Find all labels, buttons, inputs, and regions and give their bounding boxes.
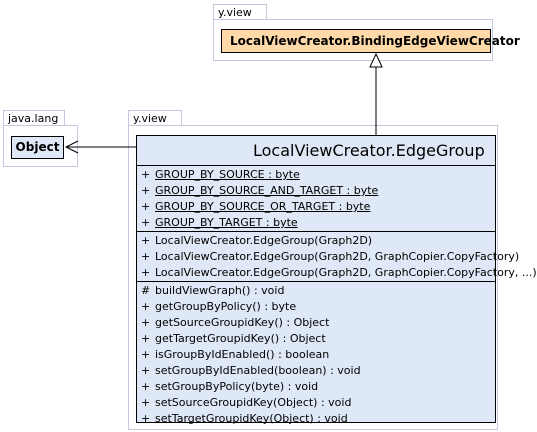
visibility-marker: + xyxy=(141,348,151,361)
visibility-marker: + xyxy=(141,234,151,247)
visibility-marker: + xyxy=(141,364,151,377)
method-row[interactable]: + setSourceGroupidKey(Object) : void xyxy=(137,395,495,411)
method-row[interactable]: + getSourceGroupidKey() : Object xyxy=(137,315,495,331)
visibility-marker: + xyxy=(141,184,151,197)
method-signature: getSourceGroupidKey() : Object xyxy=(155,316,330,329)
constructors-section: + LocalViewCreator.EdgeGroup(Graph2D) + Loc… xyxy=(137,232,537,282)
package-tab-y-view-top: y.view xyxy=(213,4,267,20)
visibility-marker: + xyxy=(141,396,151,409)
class-edge-group[interactable]: LocalViewCreator.EdgeGroup + GROUP_BY_SOU… xyxy=(136,135,537,425)
method-signature: isGroupByIdEnabled() : boolean xyxy=(155,348,330,361)
field-signature: GROUP_BY_SOURCE_AND_TARGET : byte xyxy=(155,184,379,197)
field-row[interactable]: + GROUP_BY_TARGET : byte xyxy=(137,215,495,231)
visibility-marker: + xyxy=(141,168,151,181)
fields-section: + GROUP_BY_SOURCE : byte + GROUP_BY_SOURCE_… xyxy=(137,166,495,232)
method-row[interactable]: + setGroupByPolicy(byte) : void xyxy=(137,379,495,395)
field-row[interactable]: + GROUP_BY_SOURCE : byte xyxy=(137,167,495,183)
constructor-signature: LocalViewCreator.EdgeGroup(Graph2D, Grap… xyxy=(155,250,520,263)
visibility-marker: # xyxy=(141,284,151,297)
method-signature: setGroupByPolicy(byte) : void xyxy=(155,380,319,393)
method-row[interactable]: + setTargetGroupidKey(Object) : void xyxy=(137,411,495,427)
field-row[interactable]: + GROUP_BY_SOURCE_AND_TARGET : byte xyxy=(137,183,495,199)
methods-section: # buildViewGraph() : void + getGroupByPolic… xyxy=(137,282,495,427)
visibility-marker: + xyxy=(141,216,151,229)
method-row[interactable]: + getGroupByPolicy() : byte xyxy=(137,299,495,315)
field-signature: GROUP_BY_TARGET : byte xyxy=(155,216,298,229)
visibility-marker: + xyxy=(141,250,151,263)
method-row[interactable]: # buildViewGraph() : void xyxy=(137,283,495,299)
package-tab-y-view-main: y.view xyxy=(128,110,182,126)
visibility-marker: + xyxy=(141,412,151,425)
method-signature: getGroupByPolicy() : byte xyxy=(155,300,297,313)
method-signature: setGroupByIdEnabled(boolean) : void xyxy=(155,364,361,377)
visibility-marker: + xyxy=(141,266,151,279)
class-binding-edge-view-creator[interactable]: LocalViewCreator.BindingEdgeViewCreator xyxy=(221,29,520,53)
package-tab-java-lang: java.lang xyxy=(3,110,65,126)
constructor-row[interactable]: + LocalViewCreator.EdgeGroup(Graph2D, Gra… xyxy=(137,249,519,265)
field-signature: GROUP_BY_SOURCE_OR_TARGET : byte xyxy=(155,200,371,213)
visibility-marker: + xyxy=(141,300,151,313)
constructor-signature: LocalViewCreator.EdgeGroup(Graph2D, Grap… xyxy=(155,266,537,279)
field-signature: GROUP_BY_SOURCE : byte xyxy=(155,168,300,181)
constructor-row[interactable]: + LocalViewCreator.EdgeGroup(Graph2D, Gra… xyxy=(137,265,537,281)
association-arrowhead xyxy=(64,140,79,154)
method-row[interactable]: + setGroupByIdEnabled(boolean) : void xyxy=(137,363,495,379)
visibility-marker: + xyxy=(141,380,151,393)
connector-layer xyxy=(64,52,383,154)
constructor-row[interactable]: + LocalViewCreator.EdgeGroup(Graph2D) xyxy=(137,233,495,249)
method-signature: buildViewGraph() : void xyxy=(155,284,285,297)
visibility-marker: + xyxy=(141,200,151,213)
visibility-marker: + xyxy=(141,316,151,329)
class-edge-group-title: LocalViewCreator.EdgeGroup xyxy=(137,136,495,166)
class-object[interactable]: Object xyxy=(11,136,64,159)
uml-diagram: y.view java.lang y.view Object LocalView… xyxy=(3,4,537,430)
field-row[interactable]: + GROUP_BY_SOURCE_OR_TARGET : byte xyxy=(137,199,495,215)
method-signature: setTargetGroupidKey(Object) : void xyxy=(155,412,348,425)
method-signature: getTargetGroupidKey() : Object xyxy=(155,332,326,345)
method-row[interactable]: + getTargetGroupidKey() : Object xyxy=(137,331,495,347)
constructor-signature: LocalViewCreator.EdgeGroup(Graph2D) xyxy=(155,234,373,247)
visibility-marker: + xyxy=(141,332,151,345)
generalization-arrowhead xyxy=(369,52,383,68)
method-row[interactable]: + isGroupByIdEnabled() : boolean xyxy=(137,347,495,363)
method-signature: setSourceGroupidKey(Object) : void xyxy=(155,396,352,409)
